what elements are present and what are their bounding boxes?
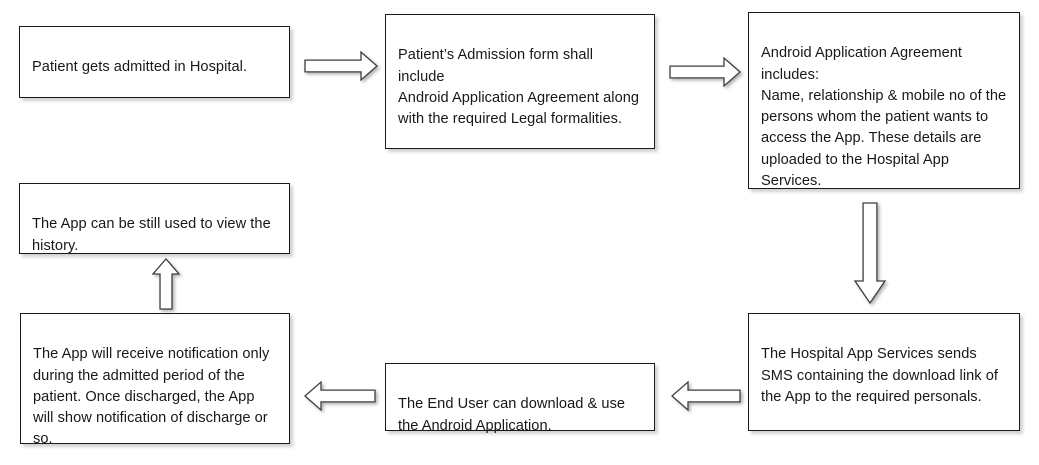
flow-node-notification-period[interactable]: The App will receive notification only d…: [20, 313, 290, 447]
flow-node-label: The App will receive notification only d…: [33, 346, 270, 448]
arrow-down-icon: [853, 202, 887, 305]
arrow-right-icon: [304, 50, 378, 82]
flow-node-sms-download-link[interactable]: The Hospital App Services sends SMS cont…: [748, 313, 1020, 431]
flow-node-label: The Hospital App Services sends SMS cont…: [761, 346, 999, 405]
arrow-left-icon: [304, 380, 376, 412]
flow-node-admission-form[interactable]: Patient’s Admission form shall include A…: [385, 14, 655, 149]
arrow-left-icon: [671, 380, 741, 412]
flow-node-patient-admitted[interactable]: Patient gets admitted in Hospital.: [19, 26, 290, 98]
flow-node-label: Patient’s Admission form shall include A…: [398, 47, 640, 128]
flow-node-label: The End User can download & use the Andr…: [398, 396, 626, 434]
arrow-right-icon: [669, 56, 741, 88]
flow-node-label: Android Application Agreement includes: …: [761, 45, 1007, 190]
arrow-up-icon: [151, 258, 181, 310]
flow-node-label: Patient gets admitted in Hospital.: [32, 59, 248, 76]
flow-node-agreement-details[interactable]: Android Application Agreement includes: …: [748, 12, 1020, 189]
flow-node-label: The App can be still used to view the hi…: [32, 216, 271, 254]
flow-node-end-user-download[interactable]: The End User can download & use the Andr…: [385, 363, 655, 434]
flow-node-view-history[interactable]: The App can be still used to view the hi…: [19, 183, 290, 254]
